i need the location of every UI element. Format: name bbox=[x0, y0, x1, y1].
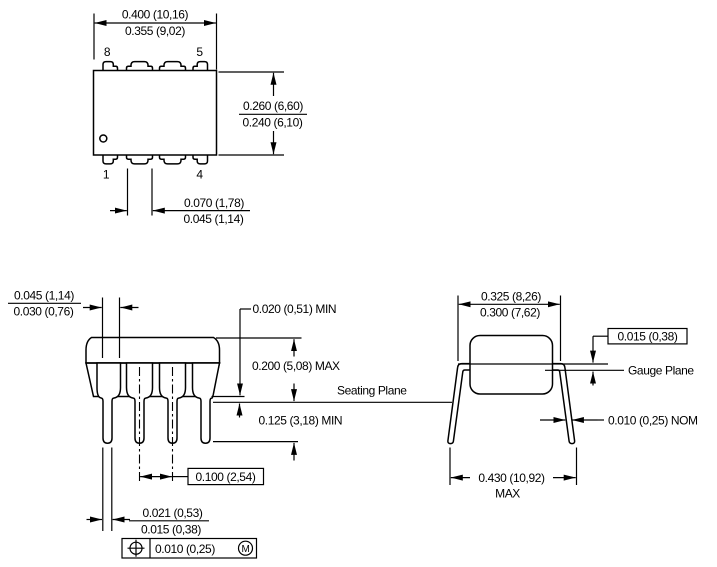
basic-dimension-box bbox=[187, 467, 265, 486]
lead-tab bbox=[192, 60, 209, 71]
package-body-side-upper bbox=[85, 336, 221, 364]
dim-lead-pitch-min: 0.045 (1,14) bbox=[184, 212, 244, 226]
fcf-frame bbox=[121, 537, 258, 559]
lead-tab bbox=[158, 60, 187, 71]
pin-label-5: 5 bbox=[196, 45, 203, 59]
dim-row-spacing-max: 0.325 (8,26) bbox=[481, 290, 541, 304]
pin-label-4: 4 bbox=[196, 168, 203, 182]
dim-lead-width-min: 0.015 (0,38) bbox=[141, 523, 201, 537]
dim-lead-thickness: 0.010 (0,25) NOM bbox=[608, 414, 698, 428]
top-view: 0.400 (10,16) 0.355 (9,02) 8 5 1 4 0.260… bbox=[92, 8, 307, 226]
side-pin-1 bbox=[96, 362, 122, 444]
dim-body-height-min: 0.240 (6,10) bbox=[243, 116, 303, 130]
dim-body-height-max: 0.260 (6,60) bbox=[243, 99, 303, 113]
package-body-top-view bbox=[92, 69, 218, 156]
top-view-leads-lower bbox=[102, 154, 209, 165]
dim-pitch: 0.100 (2,54) bbox=[196, 470, 256, 484]
feature-control-frame: 0.010 (0,25) M bbox=[121, 537, 258, 559]
dim-body-width-max: 0.400 (10,16) bbox=[122, 8, 189, 22]
side-pin-4 bbox=[191, 362, 221, 444]
fcf-modifier: M bbox=[242, 544, 250, 555]
dim-body-height: 0.200 (5,08) MAX bbox=[252, 359, 340, 373]
dim-lead-pitch-max: 0.070 (1,78) bbox=[184, 196, 244, 210]
seating-plane-label: Seating Plane bbox=[337, 384, 407, 398]
top-view-leads-upper bbox=[102, 60, 209, 71]
dim-gauge-offset: 0.015 (0,38) bbox=[618, 330, 678, 344]
dim-overall-qualifier: MAX bbox=[495, 487, 520, 501]
lead-tab bbox=[102, 60, 119, 71]
gauge-plane-label: Gauge Plane bbox=[628, 364, 694, 378]
fcf-tolerance: 0.010 (0,25) bbox=[155, 542, 215, 556]
end-view: 0.325 (8,26) 0.300 (7,62) Gauge Plane 0.… bbox=[447, 290, 698, 501]
dim-lead-below-seating: 0.125 (3,18) MIN bbox=[259, 414, 343, 428]
mmc-modifier-icon bbox=[237, 540, 254, 556]
pin1-index-dot bbox=[99, 134, 108, 143]
dim-lead-width-max: 0.021 (0,53) bbox=[143, 506, 203, 520]
dim-shoulder-min: 0.030 (0,76) bbox=[14, 305, 74, 319]
dim-shoulder-max: 0.045 (1,14) bbox=[14, 289, 74, 303]
dim-row-spacing-min: 0.300 (7,62) bbox=[480, 306, 540, 320]
package-body-end-view bbox=[469, 334, 554, 395]
end-view-lead-right bbox=[552, 362, 576, 445]
end-view-lead-left bbox=[447, 362, 470, 445]
side-view: 0.045 (1,14) 0.030 (0,76) 0.020 (0,51) M… bbox=[8, 289, 452, 559]
dim-standoff: 0.020 (0,51) MIN bbox=[253, 302, 337, 316]
lead-tab bbox=[125, 60, 154, 71]
dim-body-width-min: 0.355 (9,02) bbox=[125, 24, 185, 38]
pin-label-1: 1 bbox=[103, 168, 110, 182]
dim-overall-width: 0.430 (10,92) bbox=[478, 471, 545, 485]
pin-label-8: 8 bbox=[104, 45, 111, 59]
